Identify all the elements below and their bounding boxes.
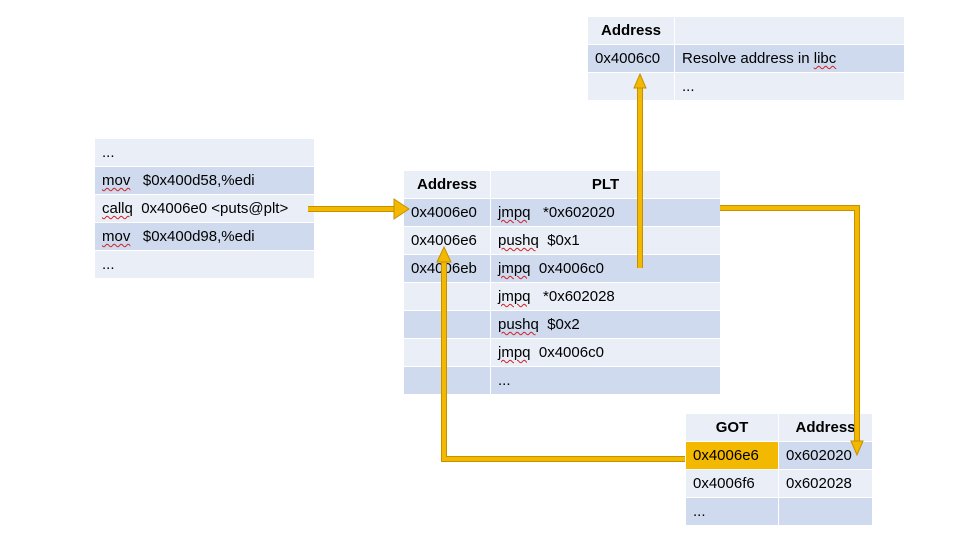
plt-row: jmpq *0x602028 bbox=[403, 282, 721, 311]
got-header-got: GOT bbox=[685, 413, 779, 442]
plt-header-row: Address PLT bbox=[403, 170, 721, 199]
arrow-call-to-plt bbox=[308, 198, 410, 220]
resolver-table: Address 0x4006c0 Resolve address in libc… bbox=[587, 16, 905, 101]
code-op: mov bbox=[102, 172, 131, 189]
code-cell: ... bbox=[94, 250, 315, 279]
plt-header-address: Address bbox=[403, 170, 491, 199]
code-listing-table: ... mov $0x400d58,%edi callq 0x4006e0 <p… bbox=[94, 138, 315, 279]
code-arg: $0x400d58,%edi bbox=[142, 172, 255, 189]
code-cell: callq 0x4006e0 <puts@plt> bbox=[94, 194, 315, 223]
got-row: 0x4006e6 0x602020 bbox=[685, 441, 873, 470]
got-entry: ... bbox=[685, 497, 779, 526]
resolver-row: ... bbox=[587, 72, 905, 101]
code-row: ... bbox=[94, 250, 315, 279]
resolver-header-desc bbox=[674, 16, 905, 45]
plt-row: 0x4006eb jmpq 0x4006c0 bbox=[403, 254, 721, 283]
plt-table: Address PLT 0x4006e0 jmpq *0x602020 0x40… bbox=[403, 170, 721, 395]
got-entry-highlighted: 0x4006e6 bbox=[685, 441, 779, 470]
plt-address bbox=[403, 338, 491, 367]
plt-address: 0x4006eb bbox=[403, 254, 491, 283]
plt-address bbox=[403, 310, 491, 339]
code-row-call: callq 0x4006e0 <puts@plt> bbox=[94, 194, 315, 223]
plt-instruction: jmpq *0x602028 bbox=[490, 282, 721, 311]
got-address: 0x602028 bbox=[778, 469, 873, 498]
got-address: 0x602020 bbox=[778, 441, 873, 470]
got-header-address: Address bbox=[778, 413, 873, 442]
code-row: mov $0x400d98,%edi bbox=[94, 222, 315, 251]
plt-address: 0x4006e0 bbox=[403, 198, 491, 227]
code-op: mov bbox=[102, 228, 131, 245]
plt-address: 0x4006e6 bbox=[403, 226, 491, 255]
code-row: ... bbox=[94, 138, 315, 167]
code-cell: mov $0x400d98,%edi bbox=[94, 222, 315, 251]
plt-row: 0x4006e0 jmpq *0x602020 bbox=[403, 198, 721, 227]
code-row: mov $0x400d58,%edi bbox=[94, 166, 315, 195]
got-table: GOT Address 0x4006e6 0x602020 0x4006f6 0… bbox=[685, 413, 873, 526]
plt-instruction: ... bbox=[490, 366, 721, 395]
plt-instruction: jmpq *0x602020 bbox=[490, 198, 721, 227]
got-row: ... bbox=[685, 497, 873, 526]
code-arg: $0x400d98,%edi bbox=[142, 228, 255, 245]
code-op: callq bbox=[102, 200, 133, 217]
got-row: 0x4006f6 0x602028 bbox=[685, 469, 873, 498]
resolver-address bbox=[587, 72, 675, 101]
plt-address bbox=[403, 282, 491, 311]
resolver-address: 0x4006c0 bbox=[587, 44, 675, 73]
plt-instruction: jmpq 0x4006c0 bbox=[490, 338, 721, 367]
plt-header-plt: PLT bbox=[490, 170, 721, 199]
resolver-desc: Resolve address in libc bbox=[674, 44, 905, 73]
got-address bbox=[778, 497, 873, 526]
plt-instruction: pushq $0x1 bbox=[490, 226, 721, 255]
plt-instruction: pushq $0x2 bbox=[490, 310, 721, 339]
resolver-header-address: Address bbox=[587, 16, 675, 45]
plt-row: jmpq 0x4006c0 bbox=[403, 338, 721, 367]
got-header-row: GOT Address bbox=[685, 413, 873, 442]
resolver-row: 0x4006c0 Resolve address in libc bbox=[587, 44, 905, 73]
code-cell: ... bbox=[94, 138, 315, 167]
got-entry: 0x4006f6 bbox=[685, 469, 779, 498]
code-cell: mov $0x400d58,%edi bbox=[94, 166, 315, 195]
plt-instruction: jmpq 0x4006c0 bbox=[490, 254, 721, 283]
code-arg: 0x4006e0 <puts@plt> bbox=[141, 200, 289, 217]
plt-row: pushq $0x2 bbox=[403, 310, 721, 339]
plt-address bbox=[403, 366, 491, 395]
plt-row: ... bbox=[403, 366, 721, 395]
plt-row: 0x4006e6 pushq $0x1 bbox=[403, 226, 721, 255]
resolver-desc: ... bbox=[674, 72, 905, 101]
resolver-header-row: Address bbox=[587, 16, 905, 45]
